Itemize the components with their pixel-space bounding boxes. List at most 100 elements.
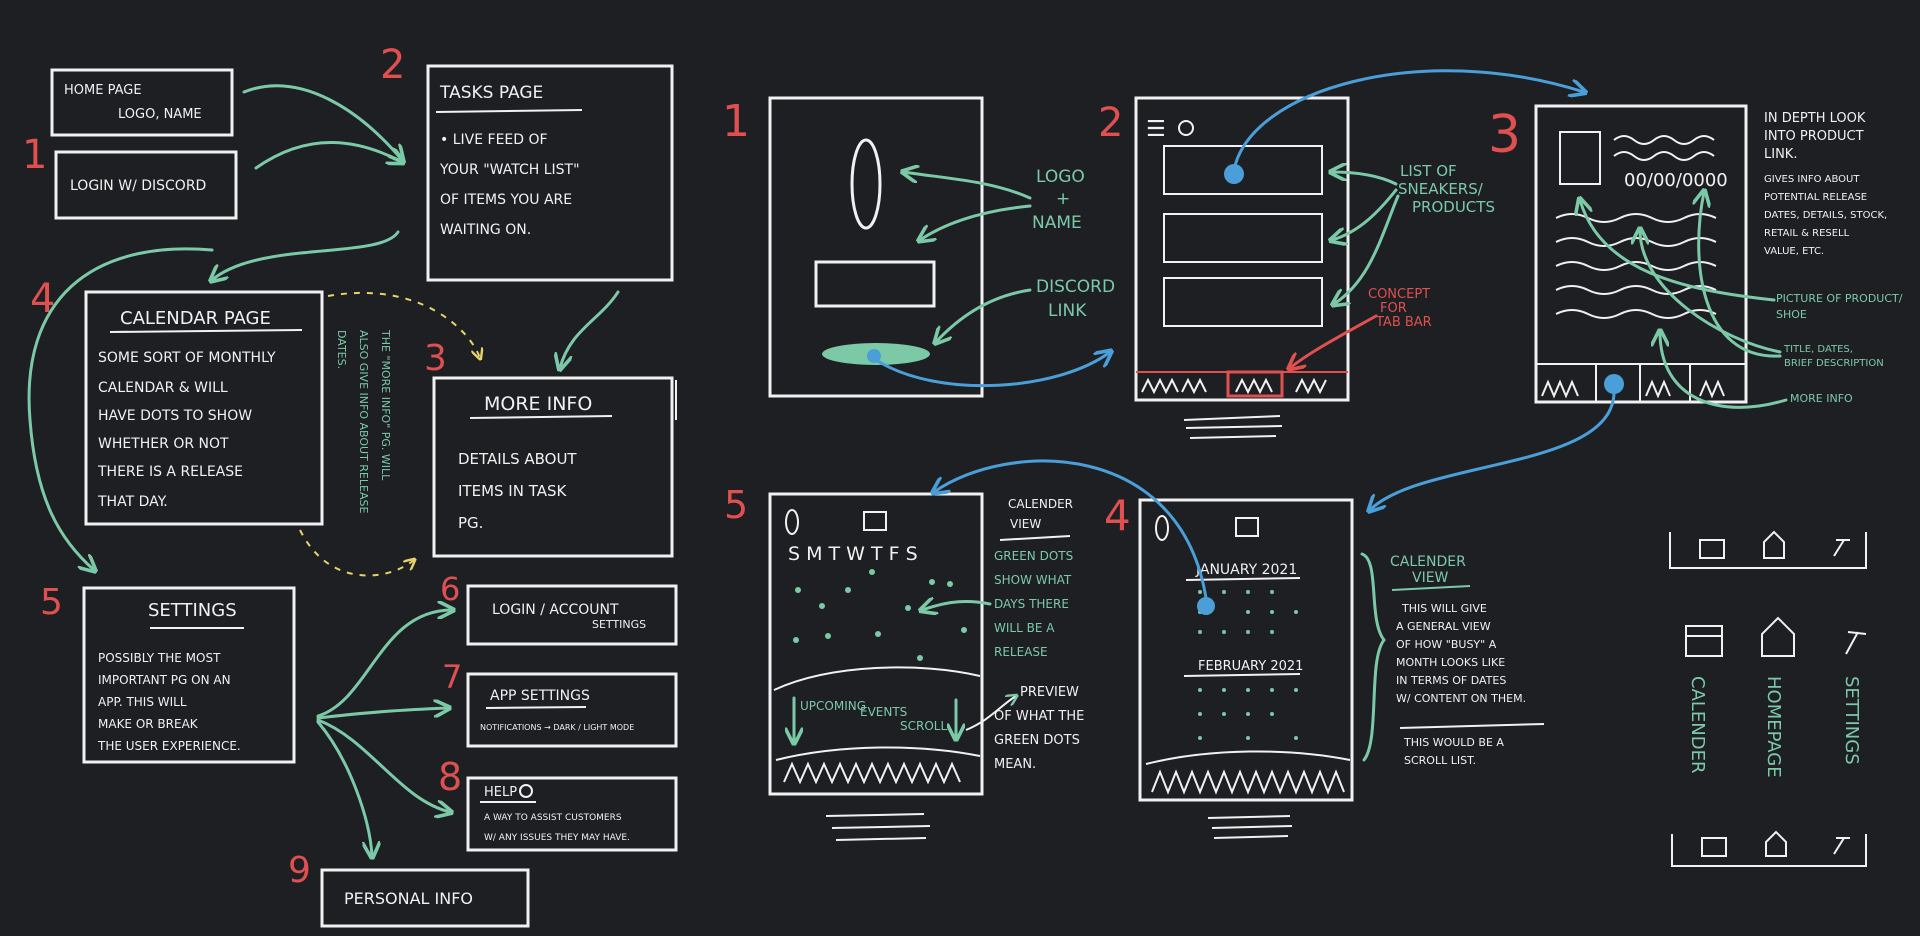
tab-bar-settings-icon (1845, 631, 1867, 655)
logo-name-note-1: LOGO (1036, 167, 1085, 187)
wireframe-4-calendar (1138, 498, 1354, 802)
arrow-more-info-note (1660, 332, 1788, 409)
general-view-note-5: IN TERMS OF DATES (1396, 674, 1506, 687)
wireframe-4-base-3 (1213, 835, 1289, 839)
personal-info-label: PERSONAL INFO (344, 889, 473, 908)
preview-note-1: PREVIEW (1020, 685, 1079, 700)
wireframe-2-base-3 (1189, 435, 1277, 439)
sneakers-note-3: PRODUCTS (1412, 198, 1495, 216)
step-number-6: 6 (440, 570, 460, 608)
settings-box (82, 586, 296, 764)
arrow-settings-to-help (316, 718, 450, 812)
tabbar-note-1: CONCEPT (1368, 287, 1430, 302)
step-number-5: 5 (40, 582, 63, 623)
tab-bar-top (1669, 532, 1867, 569)
gives-info-note-5: VALUE, ETC. (1764, 246, 1824, 257)
wireframe-4-january: JANUARY 2021 (1195, 562, 1297, 578)
dashed-arrow-bottom (299, 529, 414, 577)
settings-line-2: IMPORTANT PG ON AN (98, 673, 231, 687)
wireframe-5-calendar-icon (863, 511, 887, 531)
arrow-title-note (1640, 230, 1782, 354)
side-note-line-3: DATES. (335, 330, 348, 369)
calendar-page-box (84, 290, 324, 526)
wireframe-2-tabbar-scribble (1141, 377, 1327, 395)
calendar-view-note2-2: VIEW (1412, 570, 1449, 586)
upcoming-line-1: UPCOMING (800, 699, 866, 713)
upcoming-line-2: EVENTS (860, 705, 907, 719)
wireframe-number-5: 5 (724, 483, 748, 527)
tasks-page-title: TASKS PAGE (439, 83, 543, 103)
tab-bar-top-settings-icon (1833, 539, 1850, 557)
arrow-w2-to-w3 (1232, 69, 1584, 172)
wireframe-2-menu-icon: ☰ (1146, 117, 1166, 142)
in-depth-note-2: INTO PRODUCT (1764, 129, 1864, 144)
gives-info-note-4: RETAIL & RESELL (1764, 228, 1850, 239)
wireframe-3-details (1534, 104, 1748, 404)
calendar-line-4: WHETHER OR NOT (98, 436, 229, 452)
login-account-line-1: LOGIN / ACCOUNT (492, 602, 619, 618)
wireframe-4-brace (1360, 552, 1386, 762)
tab-bar-calendar-icon (1685, 625, 1723, 657)
green-dots-note-4: WILL BE A (994, 621, 1055, 635)
arrow-tasks-to-calendar (212, 230, 400, 280)
tab-bar-label-calendar-text: CALENDER (1687, 676, 1708, 774)
personal-info-box (320, 868, 530, 928)
wireframe-5-dots (793, 569, 967, 661)
tab-bar-bottom-home-icon (1765, 830, 1787, 857)
app-settings-box (466, 672, 678, 748)
side-note-line-2: ALSO GIVE INFO ABOUT RELEASE (357, 330, 370, 513)
tab-bar-bottom-settings-icon (1833, 837, 1850, 855)
calendar-view-underline (999, 535, 1071, 541)
wireframe-1-name-field (814, 260, 936, 308)
wireframe-5-base-2 (831, 825, 931, 829)
calendar-line-3: HAVE DOTS TO SHOW (98, 408, 252, 424)
side-note-line-1: THE "MORE INFO" PG. WILL (379, 329, 392, 481)
preview-note-2: OF WHAT THE (994, 709, 1084, 724)
calendar-page-title: CALENDAR PAGE (120, 308, 271, 329)
left-flow: 1 2 4 3 5 6 7 8 9 HOME PAGE LOGO, NAME L… (22, 42, 678, 928)
in-depth-note-1: IN DEPTH LOOK (1764, 111, 1866, 126)
help-title: HELP (484, 785, 517, 800)
general-view-note-2: A GENERAL VIEW (1396, 620, 1491, 633)
tab-bar-label-homepage-text: HOMEPAGE (1763, 676, 1784, 778)
tabbar-note-2: FOR (1380, 301, 1407, 316)
discord-note-1: DISCORD (1036, 277, 1115, 297)
more-info-line-3: PG. (458, 514, 483, 532)
general-view-divider (1399, 723, 1545, 729)
calendar-underline (109, 329, 303, 333)
tab-bar-label-homepage: HOMEPAGE (1763, 676, 1784, 778)
arrow-settings-to-app-settings (316, 708, 448, 720)
wireframe-number-2: 2 (1098, 100, 1123, 146)
title-note-2: BRIEF DESCRIPTION (1784, 358, 1884, 369)
calendar-line-1: SOME SORT OF MONTHLY (98, 350, 276, 366)
calendar-view-note2-underline (1391, 585, 1471, 591)
arrow-w4-to-w5 (934, 459, 1208, 600)
wireframe-2-tap-dot (1224, 164, 1244, 184)
wireframe-4-january-dots (1198, 590, 1298, 634)
tab-bar-label-calendar: CALENDER (1687, 676, 1708, 774)
general-view-note-3: OF HOW "BUSY" A (1396, 638, 1497, 651)
home-page-title: HOME PAGE (64, 83, 142, 98)
tab-bar-bottom-calendar-icon (1701, 837, 1727, 857)
step-number-2: 2 (380, 42, 405, 88)
login-account-line-2: SETTINGS (592, 618, 646, 631)
arrow-to-settings (27, 247, 214, 570)
general-view-note-4: MONTH LOOKS LIKE (1396, 656, 1505, 669)
step-number-1: 1 (22, 132, 47, 178)
dashed-arrow-top (327, 291, 480, 358)
help-line-1: A WAY TO ASSIST CUSTOMERS (484, 813, 622, 823)
wireframe-4-calendar-icon (1235, 517, 1259, 537)
arrow-sneakers-2 (1332, 188, 1398, 240)
wireframe-3-title-lines (1613, 135, 1715, 161)
tasks-underline (435, 109, 583, 113)
discord-note-2: LINK (1048, 301, 1087, 321)
calendar-line-6: THAT DAY. (97, 494, 168, 510)
calendar-view-note2-1: CALENDER (1390, 554, 1466, 570)
scroll-list-note-2: SCROLL LIST. (1404, 754, 1476, 767)
settings-line-3: APP. THIS WILL (98, 695, 187, 709)
wireframe-4-base-2 (1211, 825, 1293, 829)
in-depth-note-3: LINK. (1764, 147, 1797, 162)
home-page-subtitle: LOGO, NAME (118, 107, 202, 122)
settings-line-4: MAKE OR BREAK (98, 717, 199, 731)
arrow-tabbar-note (1290, 314, 1378, 368)
